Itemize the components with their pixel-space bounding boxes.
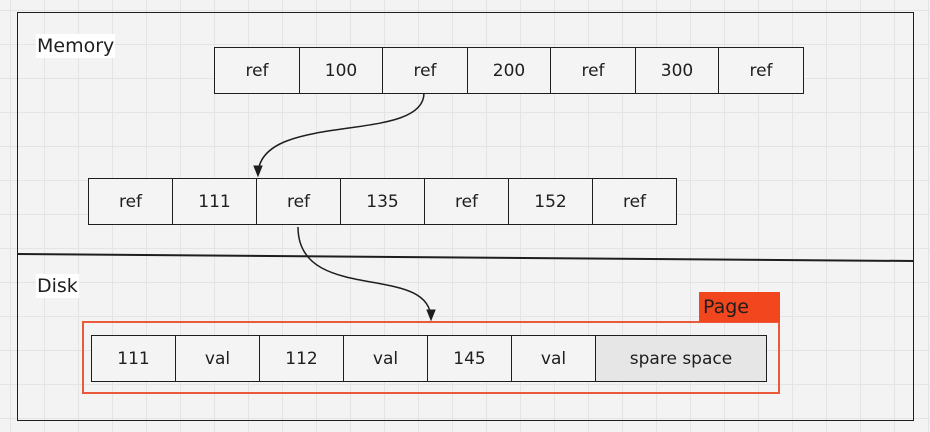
spare-space-cell: spare space	[595, 335, 767, 382]
root-node-cell: 200	[467, 47, 551, 94]
child-node-cell: ref	[424, 178, 509, 225]
root-node-cell: ref	[550, 47, 636, 94]
page-cell: 111	[91, 335, 176, 382]
root-node-cell: 300	[635, 47, 719, 94]
diagram-frame	[17, 12, 914, 421]
page-cell: val	[511, 335, 596, 382]
memory-disk-divider	[16, 253, 915, 262]
root-node-cell: 100	[299, 47, 383, 94]
child-node-cell: 135	[340, 178, 425, 225]
child-to-page-arrow	[297, 226, 436, 322]
page-cell: 145	[427, 335, 512, 382]
page-cell: 112	[259, 335, 344, 382]
child-node-cell: 111	[172, 178, 257, 225]
page-cell: val	[343, 335, 428, 382]
child-node-cell: ref	[592, 178, 677, 225]
root-node-cell: ref	[214, 47, 300, 94]
root-to-child-arrow	[253, 92, 425, 178]
page-label: Page	[699, 292, 780, 322]
memory-label: Memory	[36, 34, 116, 58]
child-node-cell: 152	[508, 178, 593, 225]
disk-label: Disk	[36, 274, 79, 298]
root-node-cell: ref	[718, 47, 804, 94]
child-node-cell: ref	[256, 178, 341, 225]
page-cell: val	[175, 335, 260, 382]
disk-page-row: 111 val 112 val 145 val spare space	[91, 335, 767, 382]
root-node-cell: ref	[382, 47, 468, 94]
child-node: ref 111 ref 135 ref 152 ref	[88, 178, 677, 225]
page-box	[82, 321, 780, 394]
child-node-cell: ref	[88, 178, 173, 225]
root-node: ref 100 ref 200 ref 300 ref	[214, 47, 804, 94]
